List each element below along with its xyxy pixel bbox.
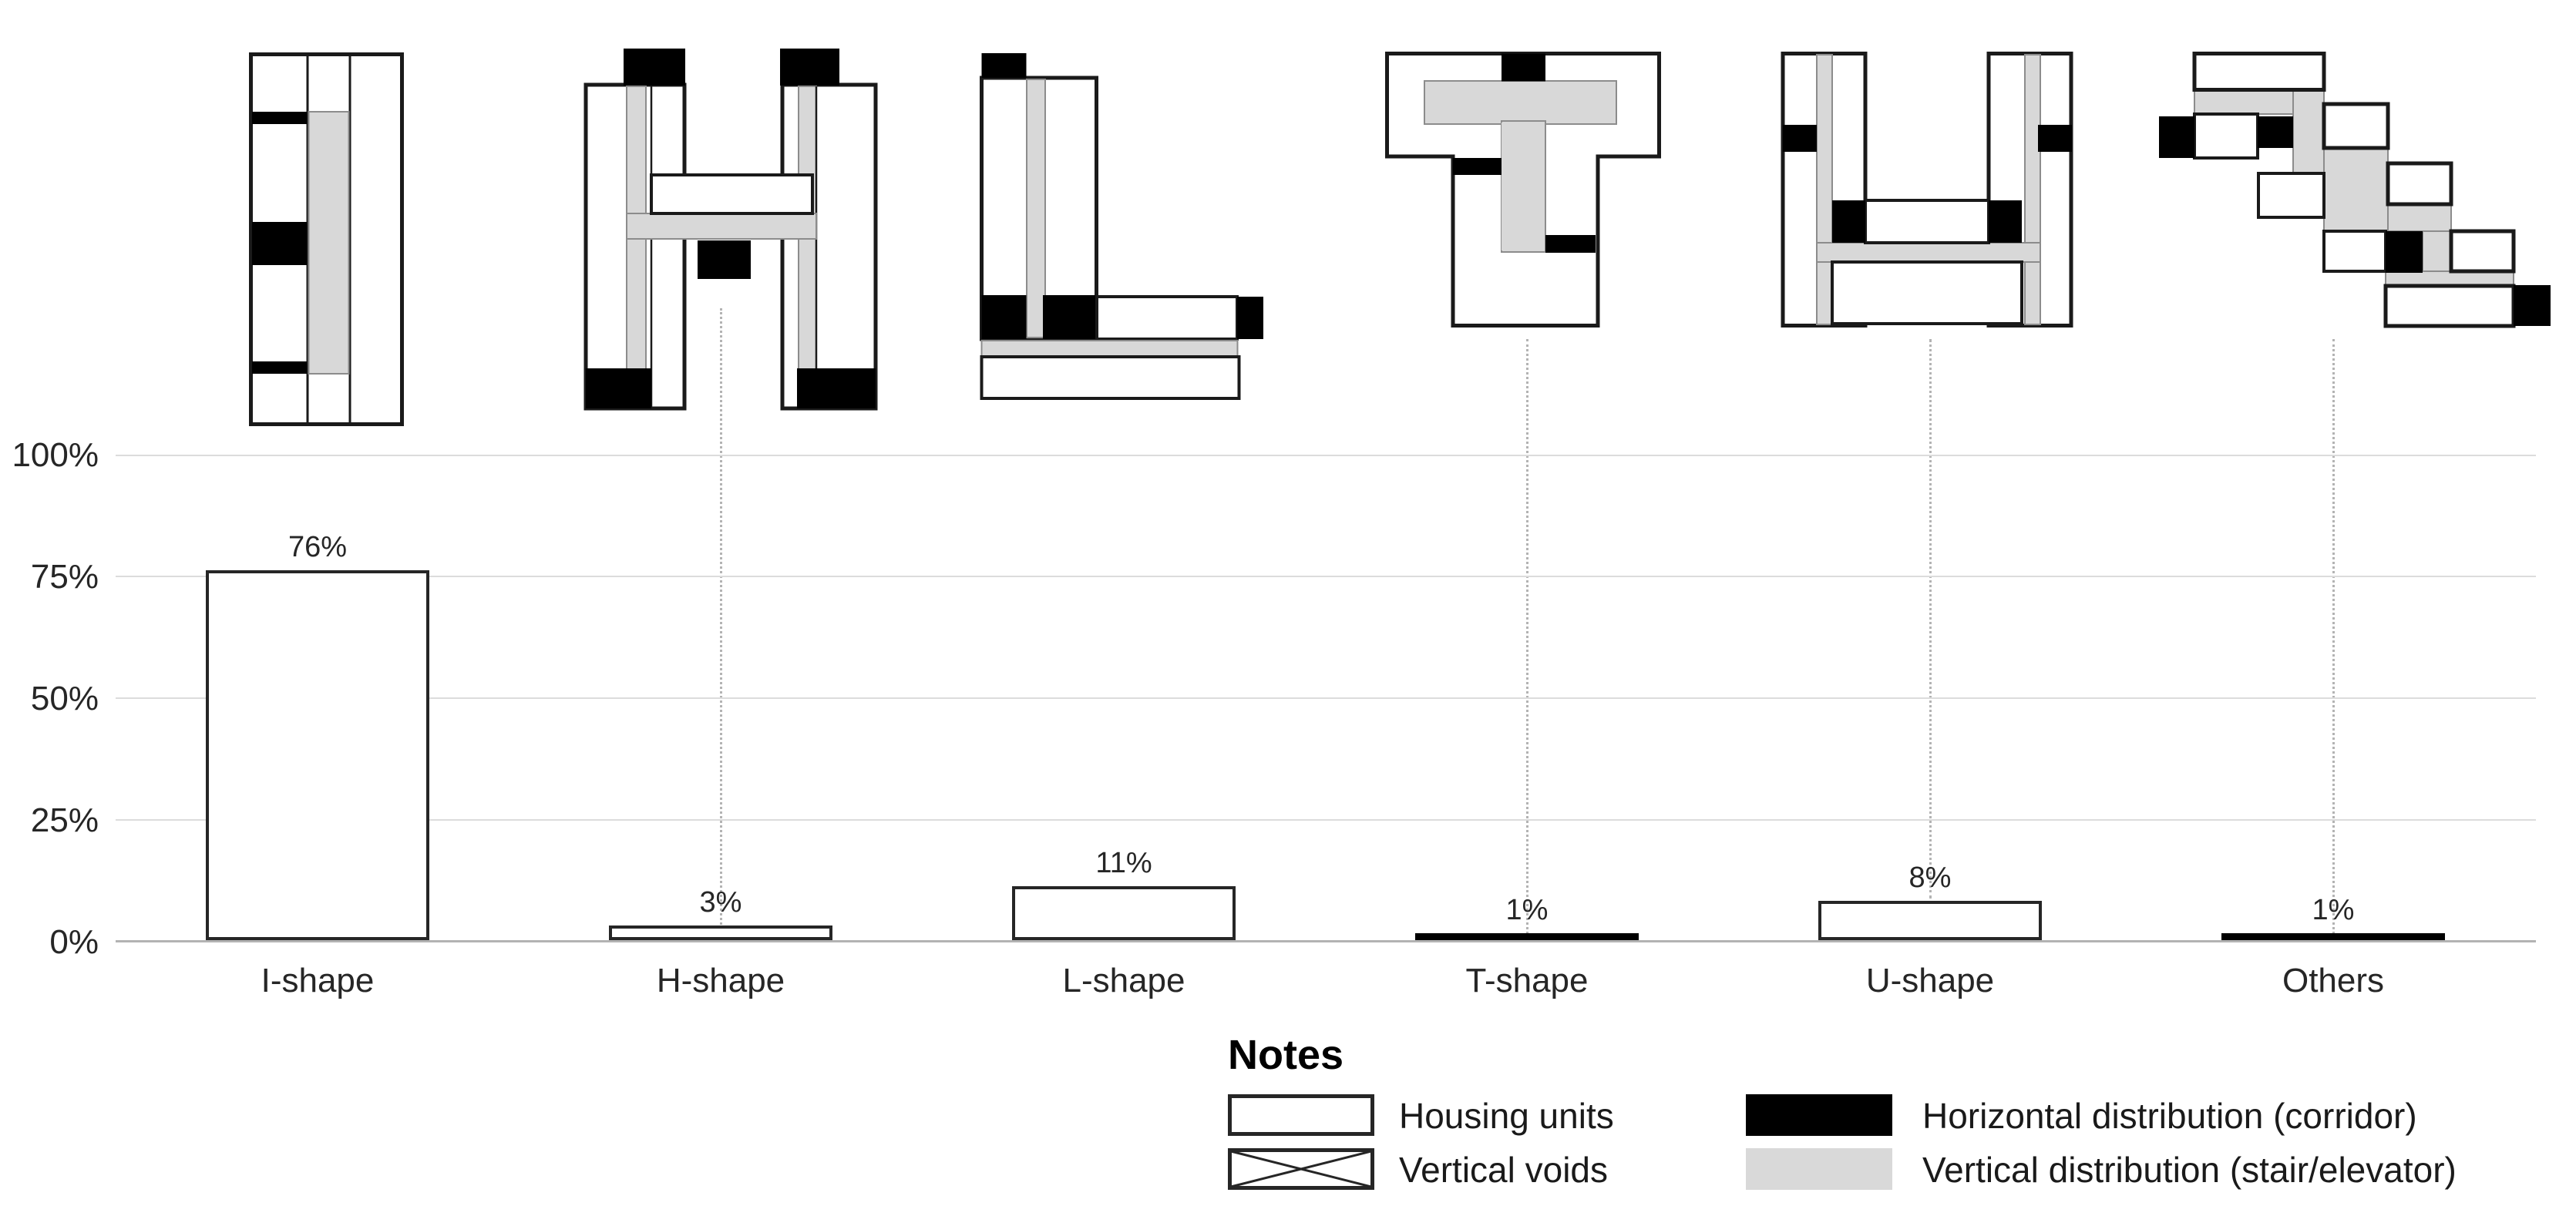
l-shape-plan-icon	[980, 53, 1263, 400]
category-label-u-shape: U-shape	[1865, 962, 1995, 999]
legend-label-horizontal-distribution: Horizontal distribution (corridor)	[1922, 1096, 2417, 1136]
t-shape-plan-icon	[1385, 52, 1661, 328]
gridline-75	[116, 576, 2536, 577]
category-label-others: Others	[2282, 962, 2385, 999]
value-label-i-shape: 76%	[288, 531, 348, 563]
y-tick-50: 50%	[30, 680, 99, 717]
legend-title: Notes	[1228, 1032, 1344, 1078]
bar-slot-i-shape: 76%	[206, 532, 429, 940]
category-label-t-shape: T-shape	[1465, 962, 1589, 999]
y-tick-0: 0%	[49, 923, 99, 961]
value-label-u-shape: 8%	[1908, 862, 1952, 894]
legend-label-vertical-voids: Vertical voids	[1399, 1150, 1609, 1190]
y-tick-100: 100%	[12, 436, 99, 474]
horizontal-distribution-swatch	[1746, 1094, 1892, 1136]
bar-l-shape	[1012, 886, 1236, 940]
legend-label-housing-units: Housing units	[1399, 1096, 1614, 1136]
i-shape-plan-icon	[249, 52, 404, 426]
gridline-50	[116, 697, 2536, 699]
connector-others	[2332, 339, 2335, 934]
u-shape-plan-icon	[1781, 52, 2073, 328]
stepped-others-plan-icon	[2159, 52, 2551, 328]
vertical-voids-swatch	[1228, 1148, 1374, 1190]
legend-label-vertical-distribution: Vertical distribution (stair/elevator)	[1922, 1150, 2457, 1190]
bar-slot-l-shape: 11%	[1012, 848, 1236, 940]
connector-h-shape	[720, 308, 722, 925]
housing-units-swatch	[1228, 1094, 1374, 1136]
value-label-others: 1%	[2312, 894, 2355, 926]
bar-t-shape	[1415, 933, 1639, 940]
bar-slot-others: 1%	[2221, 895, 2445, 940]
vertical-distribution-swatch	[1746, 1148, 1892, 1190]
category-label-h-shape: H-shape	[656, 962, 785, 999]
gridline-100	[116, 455, 2536, 456]
gridline-25	[116, 819, 2536, 821]
bar-u-shape	[1818, 901, 2042, 940]
connector-t-shape	[1526, 339, 1528, 934]
bar-slot-t-shape: 1%	[1415, 895, 1639, 940]
category-label-i-shape: I-shape	[261, 962, 375, 999]
category-label-l-shape: L-shape	[1062, 962, 1185, 999]
bar-slot-h-shape: 3%	[609, 887, 832, 940]
value-label-t-shape: 1%	[1505, 894, 1549, 926]
y-tick-75: 75%	[30, 558, 99, 596]
bar-others	[2221, 933, 2445, 940]
x-axis-line	[116, 940, 2536, 942]
bar-slot-u-shape: 8%	[1818, 862, 2042, 940]
y-tick-25: 25%	[30, 801, 99, 839]
connector-u-shape	[1929, 339, 1932, 899]
h-shape-plan-icon	[583, 49, 878, 411]
bar-i-shape	[206, 570, 429, 940]
value-label-l-shape: 11%	[1095, 847, 1152, 879]
bar-h-shape	[609, 925, 832, 940]
value-label-h-shape: 3%	[699, 886, 742, 919]
plot-area: 76% 3% 11% 1% 8% 1%	[116, 455, 2536, 942]
